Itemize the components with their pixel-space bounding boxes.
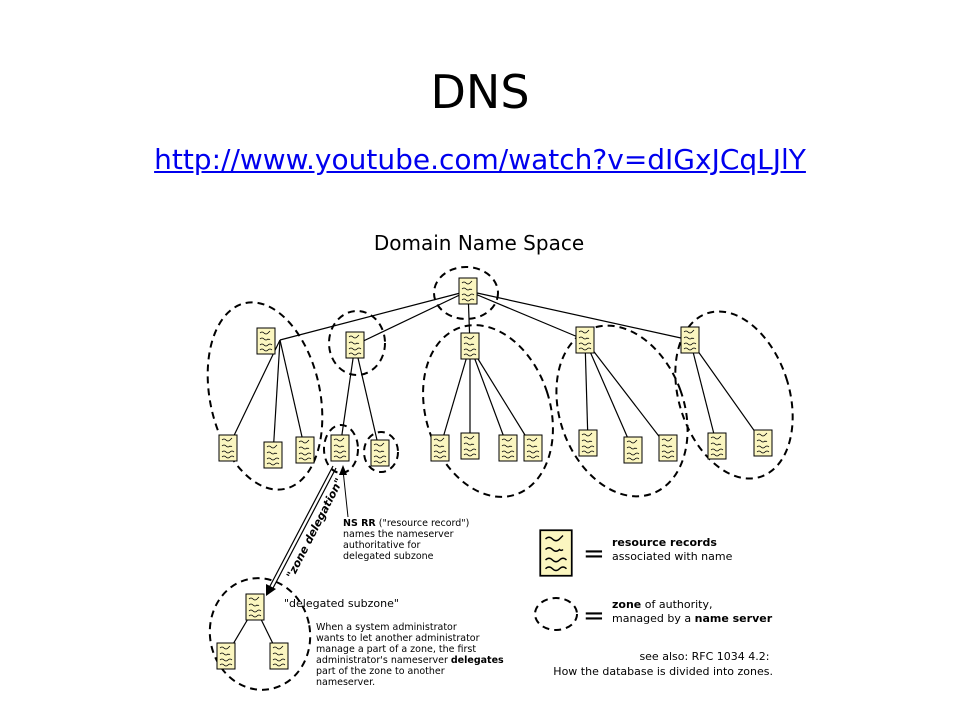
slide-title: DNS — [430, 65, 530, 119]
diagram-title: Domain Name Space — [374, 231, 584, 255]
legend-zone-text: zone of authority, managed by a name ser… — [612, 598, 773, 625]
youtube-link[interactable]: http://www.youtube.com/watch?v=dIGxJCqLJ… — [154, 143, 806, 176]
legend-records-text: resource records associated with name — [612, 536, 733, 563]
zone-middle — [422, 324, 554, 498]
zone-right2 — [674, 310, 794, 480]
zone-root — [433, 266, 499, 320]
delegated-subzone-label: "delegated subzone" — [284, 597, 399, 610]
zone-small — [328, 310, 386, 376]
zone-subzone — [208, 577, 312, 691]
legend-zone-icon — [534, 597, 578, 631]
legend-equals-zone: = — [583, 601, 605, 631]
ns-rr-note: NS RR ("resource record") names the name… — [343, 518, 472, 562]
zone-right1 — [555, 324, 689, 498]
zone-left — [206, 301, 324, 491]
zone-leaf — [363, 431, 399, 473]
zone-delegation-label: "zone delegation" — [284, 476, 346, 581]
ns-rr-pointer — [339, 465, 349, 518]
tree-edges — [225, 290, 764, 657]
legend-record-icon — [539, 529, 573, 577]
zones — [206, 266, 794, 691]
zone-delegation-arrow — [266, 465, 337, 596]
zone-delegating — [323, 424, 359, 474]
admin-note: When a system administrator wants to let… — [316, 622, 507, 688]
see-also-note: see also: RFC 1034 4.2: How the database… — [553, 650, 773, 678]
legend-equals-records: = — [583, 539, 605, 569]
